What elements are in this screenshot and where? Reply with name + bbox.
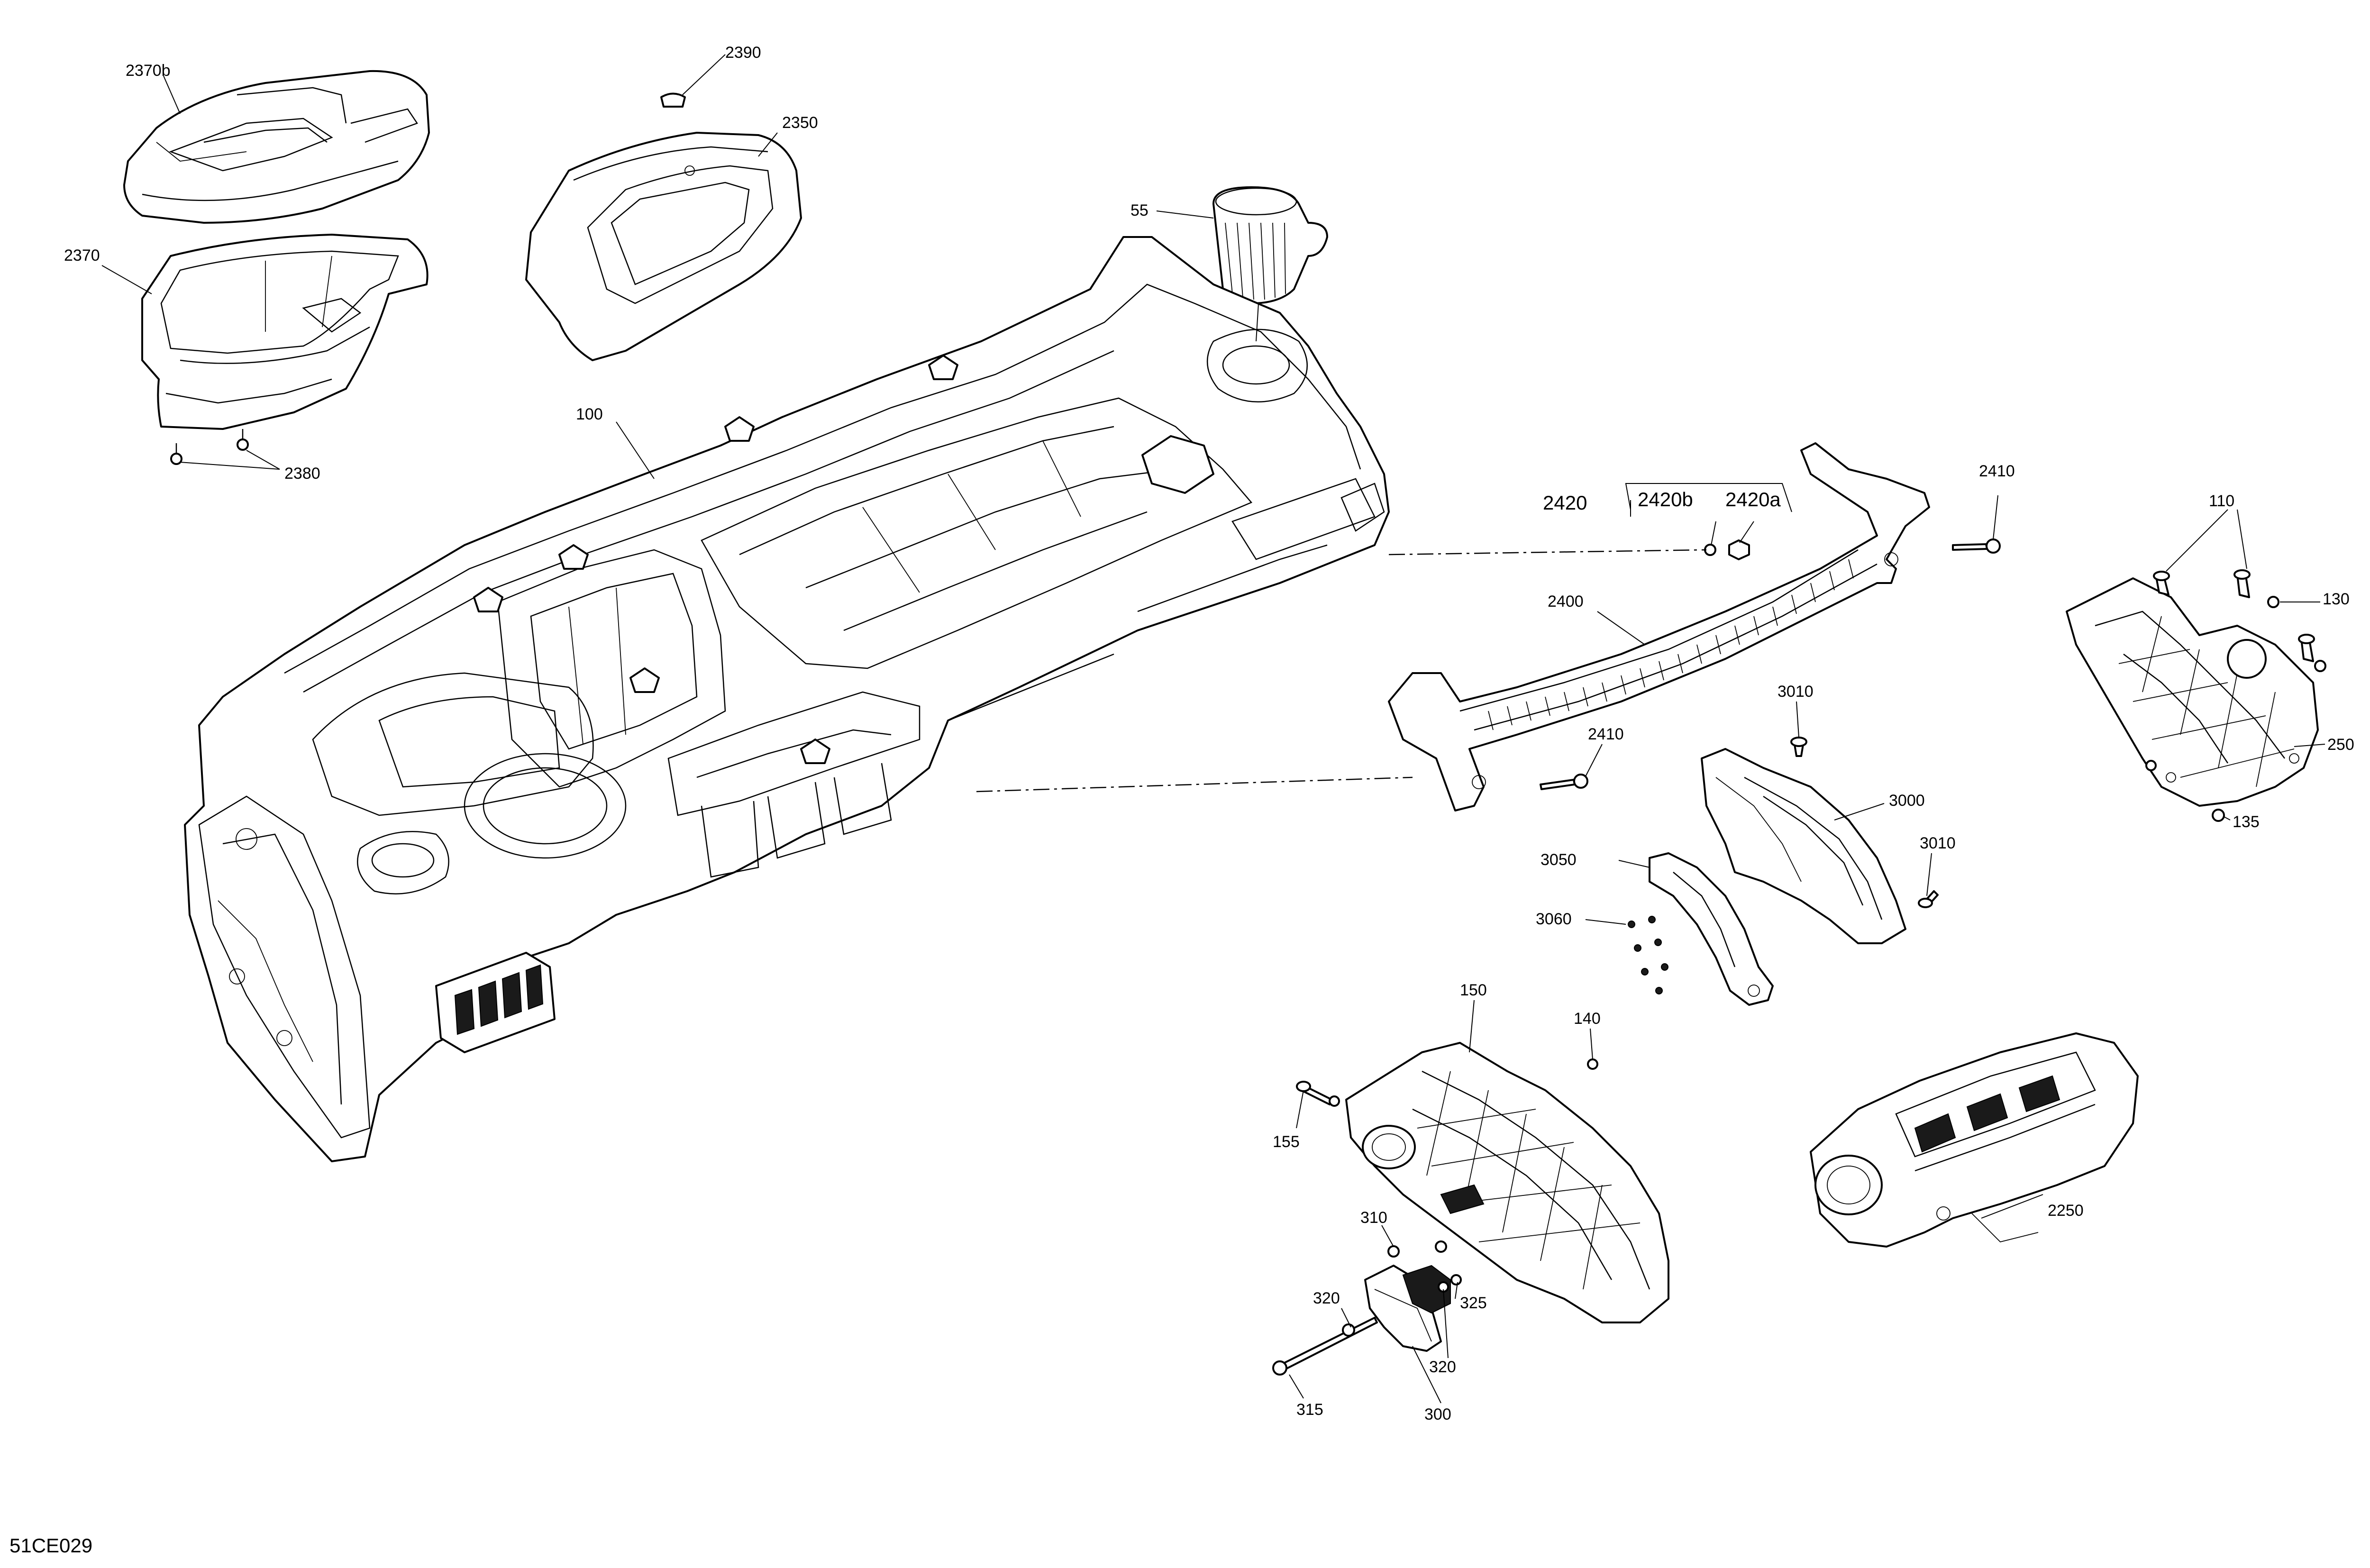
part-2380-screws <box>170 429 249 465</box>
alignment-line-upper <box>1388 549 1707 556</box>
callout-2250: 2250 <box>2048 1202 2084 1220</box>
callout-155: 155 <box>1273 1133 1300 1151</box>
part-support-150 <box>1345 1042 1669 1323</box>
part-2410-bolts <box>1540 538 2001 790</box>
callout-100: 100 <box>576 405 603 423</box>
callout-250: 250 <box>2327 736 2354 754</box>
callout-110: 110 <box>2209 492 2234 510</box>
part-storage-lid <box>123 70 430 224</box>
callout-135: 135 <box>2233 813 2260 831</box>
callout-2370b: 2370b <box>126 62 171 80</box>
part-crossbar <box>1388 442 1930 811</box>
part-cover-3000 <box>1701 748 1906 944</box>
callout-325: 325 <box>1460 1294 1487 1312</box>
reference-code: 51CE029 <box>9 1534 92 1557</box>
callout-300: 300 <box>1424 1405 1451 1423</box>
callout-320-bottom: 320 <box>1429 1358 1456 1376</box>
callout-2380: 2380 <box>284 465 320 483</box>
callout-310: 310 <box>1360 1209 1387 1227</box>
callout-3050: 3050 <box>1540 851 1577 869</box>
part-110-130-135-fasteners <box>2145 569 2326 822</box>
callout-130: 130 <box>2323 590 2350 608</box>
part-storage-bin <box>141 234 428 430</box>
callout-150: 150 <box>1460 981 1487 999</box>
callout-2400: 2400 <box>1548 593 1584 611</box>
part-latch-300 <box>1272 1240 1462 1376</box>
part-3010-screws <box>1790 737 1939 908</box>
alignment-line-lower <box>976 776 1413 793</box>
part-bezel-panel <box>525 92 802 361</box>
callout-2390: 2390 <box>725 44 761 62</box>
callout-2420b: 2420b <box>1638 488 1693 511</box>
part-front-panel-2250 <box>1810 1032 2139 1248</box>
callout-320-top: 320 <box>1313 1289 1340 1307</box>
callout-2410-top: 2410 <box>1979 462 2015 480</box>
callout-2420a: 2420a <box>1725 488 1781 511</box>
part-3060-rivets <box>1628 916 1668 994</box>
callout-3010-top: 3010 <box>1778 683 1814 701</box>
part-bracket-3050 <box>1649 852 1774 1006</box>
callout-2350: 2350 <box>782 114 818 132</box>
callout-2410-bottom: 2410 <box>1588 725 1624 743</box>
part-support-250 <box>2066 577 2319 807</box>
callout-55: 55 <box>1130 201 1149 219</box>
callout-315: 315 <box>1296 1401 1323 1419</box>
leader-lines <box>101 54 2325 1404</box>
callout-2370: 2370 <box>64 246 100 264</box>
callout-labels: 2370b 2370 2380 2390 2350 55 100 2420 24… <box>64 44 2354 1423</box>
callout-3060: 3060 <box>1536 910 1572 928</box>
part-cup-holder <box>1212 186 1328 304</box>
callout-3000: 3000 <box>1889 792 1925 810</box>
callout-3010-bottom: 3010 <box>1920 834 1956 852</box>
callout-2420: 2420 <box>1543 492 1587 514</box>
part-dashboard-body <box>184 236 1390 1162</box>
callout-140: 140 <box>1574 1010 1601 1028</box>
part-155-140-fasteners <box>1296 1058 1598 1107</box>
